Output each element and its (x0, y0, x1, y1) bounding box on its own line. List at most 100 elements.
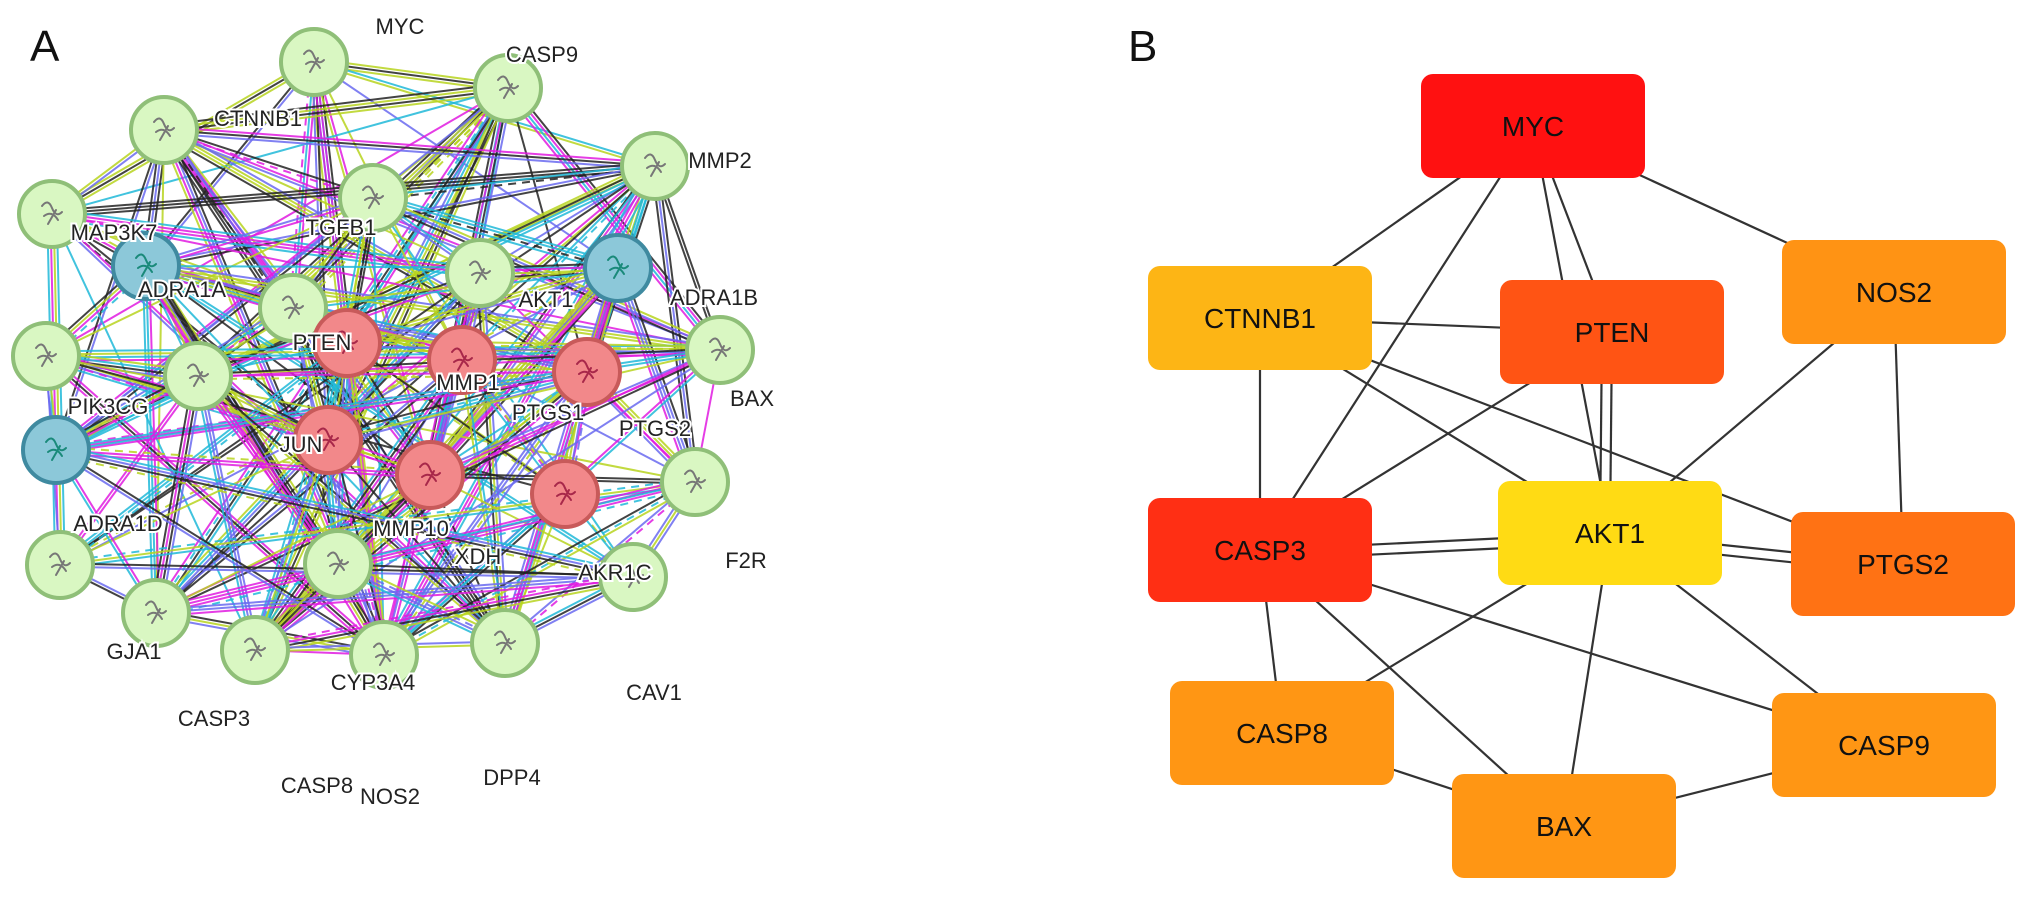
node-nos2[interactable] (349, 620, 419, 690)
node-mmp2[interactable] (620, 131, 690, 201)
protein-structure-icon (45, 437, 67, 461)
node-f2r[interactable] (660, 447, 730, 517)
edge-JUN-CASP3 (153, 375, 198, 613)
hub-node-bax[interactable]: BAX (1452, 774, 1676, 878)
hub-node-box[interactable] (1170, 681, 1394, 785)
hub-node-casp9[interactable]: CASP9 (1772, 693, 1996, 797)
node-label-mmp10: MMP10 (373, 516, 449, 541)
edge-CTNNB1-PTGS2 (164, 127, 589, 372)
hub-node-nos2[interactable]: NOS2 (1782, 240, 2006, 344)
edge-CYP3A4-CAV1 (337, 563, 634, 578)
edge-PIK3CG-NOS2 (45, 355, 385, 656)
edge-F2R-DPP4 (503, 480, 695, 643)
node-xdh[interactable] (395, 440, 465, 510)
node-label-nos2: NOS2 (360, 784, 420, 809)
hub-node-box[interactable] (1498, 481, 1722, 585)
edge-F2R-NOS2 (383, 481, 696, 656)
node-map3k7[interactable] (17, 179, 87, 249)
panel-a-letter: A (30, 22, 60, 71)
protein-structure-icon (709, 337, 731, 361)
hub-node-box[interactable] (1452, 774, 1676, 878)
node-casp8[interactable] (220, 615, 290, 685)
edge-CASP3-CAV1 (156, 579, 634, 618)
edge-CAV1-CASP8 (254, 574, 633, 650)
edge-MMP1-BAX (347, 338, 721, 348)
hub-node-box[interactable] (1782, 240, 2006, 344)
node-jun[interactable] (163, 341, 233, 411)
node-pten[interactable] (258, 273, 328, 343)
node-casp9[interactable] (473, 53, 543, 123)
edge-F2R-CASP3 (154, 476, 695, 610)
node-adra1d[interactable] (21, 415, 91, 485)
protein-structure-icon (41, 201, 63, 225)
node-label-f2r: F2R (725, 548, 767, 573)
edge-ADRA1A-CYP3A4 (149, 262, 343, 562)
node-label-adra1a: ADRA1A (138, 277, 226, 302)
protein-structure-icon (35, 343, 57, 367)
hub-node-label: CASP3 (1214, 535, 1306, 566)
edge-CASP9-MAP3K7 (51, 87, 509, 215)
node-ctnnb1[interactable] (129, 95, 199, 165)
protein-structure-icon (607, 255, 629, 279)
node-adra1a[interactable] (111, 231, 181, 301)
node-label-mmp2: MMP2 (688, 148, 752, 173)
edge-CTNNB1-BAX (163, 130, 720, 353)
node-ptgs2[interactable] (552, 337, 622, 407)
protein-structure-icon (451, 347, 473, 371)
node-casp3[interactable] (121, 578, 191, 648)
hub-node-ctnnb1[interactable]: CTNNB1 (1148, 266, 1372, 370)
edge-MMP2-F2R (654, 165, 696, 483)
edge-TGFB1-ADRA1A (146, 198, 374, 269)
hub-node-pten[interactable]: PTEN (1500, 280, 1724, 384)
node-label-bax: BAX (730, 386, 774, 411)
node-dpp4[interactable] (470, 608, 540, 678)
node-myc[interactable] (279, 27, 349, 97)
node-adra1b[interactable] (583, 233, 653, 303)
hub-node-box[interactable] (1772, 693, 1996, 797)
hub-node-box[interactable] (1791, 512, 2015, 616)
node-mmp10[interactable] (293, 405, 363, 475)
node-pik3cg[interactable] (11, 321, 81, 391)
hub-node-box[interactable] (1421, 74, 1645, 178)
node-label-cav1: CAV1 (626, 680, 682, 705)
edge-JUN-CASP3 (159, 376, 204, 615)
node-cav1[interactable] (598, 542, 668, 612)
node-label-myc: MYC (376, 14, 425, 39)
hub-node-ptgs2[interactable]: PTGS2 (1791, 512, 2015, 616)
hub-node-casp8[interactable]: CASP8 (1170, 681, 1394, 785)
edge-PIK3CG-NOS2 (43, 357, 383, 659)
protein-structure-icon (362, 185, 384, 209)
edge-F2R-CASP3 (156, 482, 696, 616)
edge-CASP9-BAX (508, 86, 723, 350)
edge-ADRA1D-CAV1 (56, 447, 634, 577)
node-gja1[interactable] (25, 530, 95, 600)
edge-CASP9-PTEN (293, 88, 510, 310)
edge-BAX-XDH (430, 350, 722, 478)
hub-node-box[interactable] (1148, 266, 1372, 370)
edge-MYC-ADRA1A (143, 60, 314, 266)
node-ptgs1[interactable] (427, 325, 497, 395)
edge-CASP9-CASP3 (153, 86, 508, 613)
node-label-gja1: GJA1 (106, 639, 161, 664)
hub-node-casp3[interactable]: CASP3 (1148, 498, 1372, 602)
node-akt1[interactable] (445, 238, 515, 308)
node-mmp1[interactable] (312, 308, 382, 378)
node-cyp3a4[interactable] (303, 529, 373, 599)
node-akr1c[interactable] (530, 459, 600, 529)
hub-node-box[interactable] (1148, 498, 1372, 602)
edge-myc-casp3 (1259, 125, 1534, 551)
node-tgfb1[interactable] (338, 163, 408, 233)
edge-JUN-GJA1 (57, 374, 198, 565)
hub-node-box[interactable] (1500, 280, 1724, 384)
hub-node-akt1[interactable]: AKT1 (1498, 481, 1722, 585)
edge-CASP9-PTEN (295, 90, 513, 313)
node-bax[interactable] (685, 315, 755, 385)
hub-node-myc[interactable]: MYC (1421, 74, 1645, 178)
protein-structure-icon (497, 75, 519, 99)
edge-XDH-ADRA1D (55, 449, 431, 476)
edge-TGFB1-ADRA1B (374, 192, 620, 265)
edge-MMP1-GJA1 (61, 344, 350, 569)
edge-ADRA1D-CAV1 (56, 444, 635, 574)
